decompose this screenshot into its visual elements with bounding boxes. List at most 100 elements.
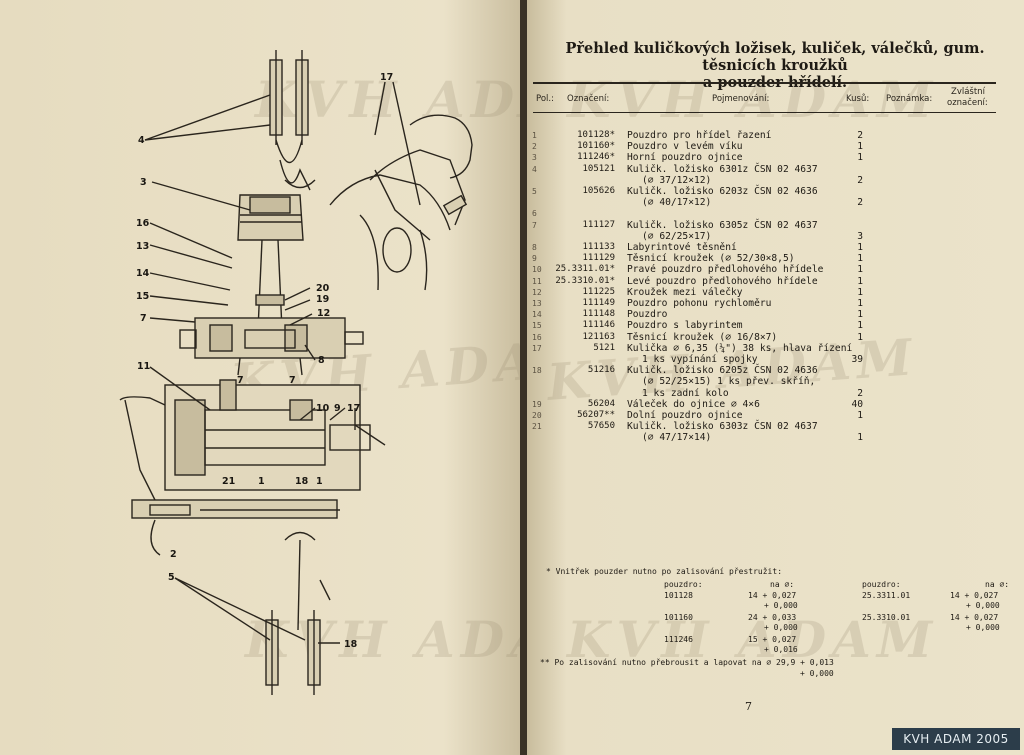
header-zvlastni-1: Zvláštní	[951, 87, 985, 97]
table-row: (∅ 47/17×14)1	[527, 432, 1024, 443]
diagram-label-17-top: 17	[380, 72, 393, 83]
row-position: 18	[532, 366, 542, 376]
row-description: Pouzdro pohonu rychloměru	[627, 298, 772, 309]
note-1: * Vnitřek pouzder nutno po zalisování př…	[546, 567, 783, 576]
row-part-number: 51216	[587, 365, 615, 376]
row-quantity: 1	[857, 286, 863, 298]
row-description: (∅ 40/17×12)	[642, 197, 712, 209]
diagram-label-19: 19	[316, 294, 329, 305]
row-part-number: 111149	[582, 298, 615, 308]
row-description: (∅ 62/25×17)	[642, 230, 712, 242]
right-page: KVH ADAM KVH ADAM KVH ADAM	[527, 0, 1024, 755]
notes-bushing-id: 111246	[664, 635, 693, 644]
row-quantity: 39	[851, 354, 863, 365]
notes-pouzdro-label-a: pouzdro:	[664, 580, 703, 589]
row-description: Levé pouzdro předlohového hřídele	[627, 275, 818, 287]
notes-bushing-id: 101160	[664, 613, 693, 622]
row-description: Kuličk. ložisko 6203z ČSN 02 4636	[627, 186, 818, 197]
diagram-label-1-right: 1	[316, 476, 323, 487]
row-quantity: 1	[857, 320, 863, 332]
row-part-number: 121163	[582, 331, 615, 342]
diagram-label-12: 12	[317, 308, 330, 319]
row-description: Kuličk. ložisko 6305z ČSN 02 4637	[627, 219, 818, 231]
row-quantity: 1	[857, 432, 863, 444]
diagram-label-10: 10	[316, 403, 330, 414]
row-position: 1	[532, 131, 537, 140]
row-position: 11	[532, 276, 542, 286]
notes-na-label-a: na ∅:	[770, 580, 795, 589]
row-quantity: 2	[857, 174, 863, 186]
row-position: 16	[532, 332, 542, 342]
diagram-label-8: 8	[318, 355, 325, 366]
header-zvlastni-2: označení:	[947, 98, 988, 108]
row-quantity: 1	[857, 410, 863, 421]
engine-cross-section-diagram: 17 4 3 16 13 14 15 7 20 19 12 11 7 7 8 1…	[119, 50, 473, 695]
row-position: 21	[532, 422, 542, 432]
row-part-number: 111225	[582, 286, 615, 297]
diagram-label-9: 9	[334, 403, 341, 414]
diagram-label-7-left: 7	[140, 313, 147, 324]
row-description: (∅ 52/25×15) 1 ks přev. skříň,	[642, 376, 816, 388]
notes-tolerance-lower: + 0,000	[966, 623, 1000, 632]
kvh-adam-badge: KVH ADAM 2005	[892, 728, 1020, 750]
header-oznaceni: Označení:	[567, 94, 610, 104]
row-description: 1 ks zadní kolo	[642, 387, 729, 399]
book-gutter	[520, 0, 529, 755]
row-part-number: 111127	[582, 219, 615, 230]
row-position: 5	[532, 187, 537, 196]
row-quantity: 1	[857, 298, 863, 309]
row-part-number: 111246*	[577, 152, 615, 163]
row-quantity: 1	[857, 275, 863, 287]
row-description: Těsnicí kroužek (∅ 16/8×7)	[627, 331, 778, 343]
table-row: (∅ 62/25×17)3	[527, 231, 1024, 242]
row-position: 2	[532, 142, 537, 152]
row-quantity: 1	[857, 242, 863, 253]
row-description: 1 ks vypínání spojky	[642, 354, 758, 365]
header-bottom-rule	[533, 112, 996, 113]
diagram-label-18-bottom: 18	[344, 639, 358, 650]
notes-na-label-b: na ∅:	[985, 580, 1010, 589]
row-position: 3	[532, 153, 537, 163]
row-position: 9	[532, 254, 537, 264]
diagram-label-20: 20	[316, 283, 330, 294]
row-quantity: 2	[857, 197, 863, 209]
row-part-number: 105121	[582, 163, 615, 174]
row-part-number: 56207**	[577, 410, 615, 420]
row-description: Pouzdro pro hřídel řazení	[627, 130, 772, 141]
diagram-label-21: 21	[222, 476, 235, 487]
diagram-label-2: 2	[170, 549, 177, 560]
notes-bushing-id: 101128	[664, 591, 693, 600]
row-part-number: 25.3310.01*	[555, 275, 615, 286]
header-kusu: Kusů:	[846, 94, 870, 104]
notes-tolerance: 14 + 0,027	[950, 613, 999, 622]
header-top-rule	[533, 82, 996, 84]
diagram-label-3: 3	[140, 177, 147, 188]
notes-tolerance: 14 + 0,027	[748, 591, 797, 600]
notes-tolerance: 24 + 0,033	[748, 613, 797, 622]
notes-tolerance-lower: + 0,016	[764, 645, 798, 654]
row-description: Horní pouzdro ojnice	[627, 152, 743, 164]
row-description: Kuličk. ložisko 6303z ČSN 02 4637	[627, 421, 818, 433]
row-part-number: 101160*	[577, 141, 615, 152]
row-part-number: 111146	[582, 320, 615, 331]
table-row: 6	[527, 208, 1024, 219]
row-quantity: 1	[857, 309, 863, 321]
row-description: Kulička ∅ 6,35 (¼") 38 ks, hlava řízení	[627, 342, 853, 354]
notes-tolerance-lower: + 0,000	[764, 623, 798, 632]
diagram-label-1-mid: 1	[258, 476, 265, 487]
notes-tolerance-lower: + 0,000	[764, 601, 798, 610]
note-2: ** Po zalisování nutno přebrousit a lapo…	[540, 658, 834, 667]
diagram-label-16: 16	[136, 218, 150, 229]
